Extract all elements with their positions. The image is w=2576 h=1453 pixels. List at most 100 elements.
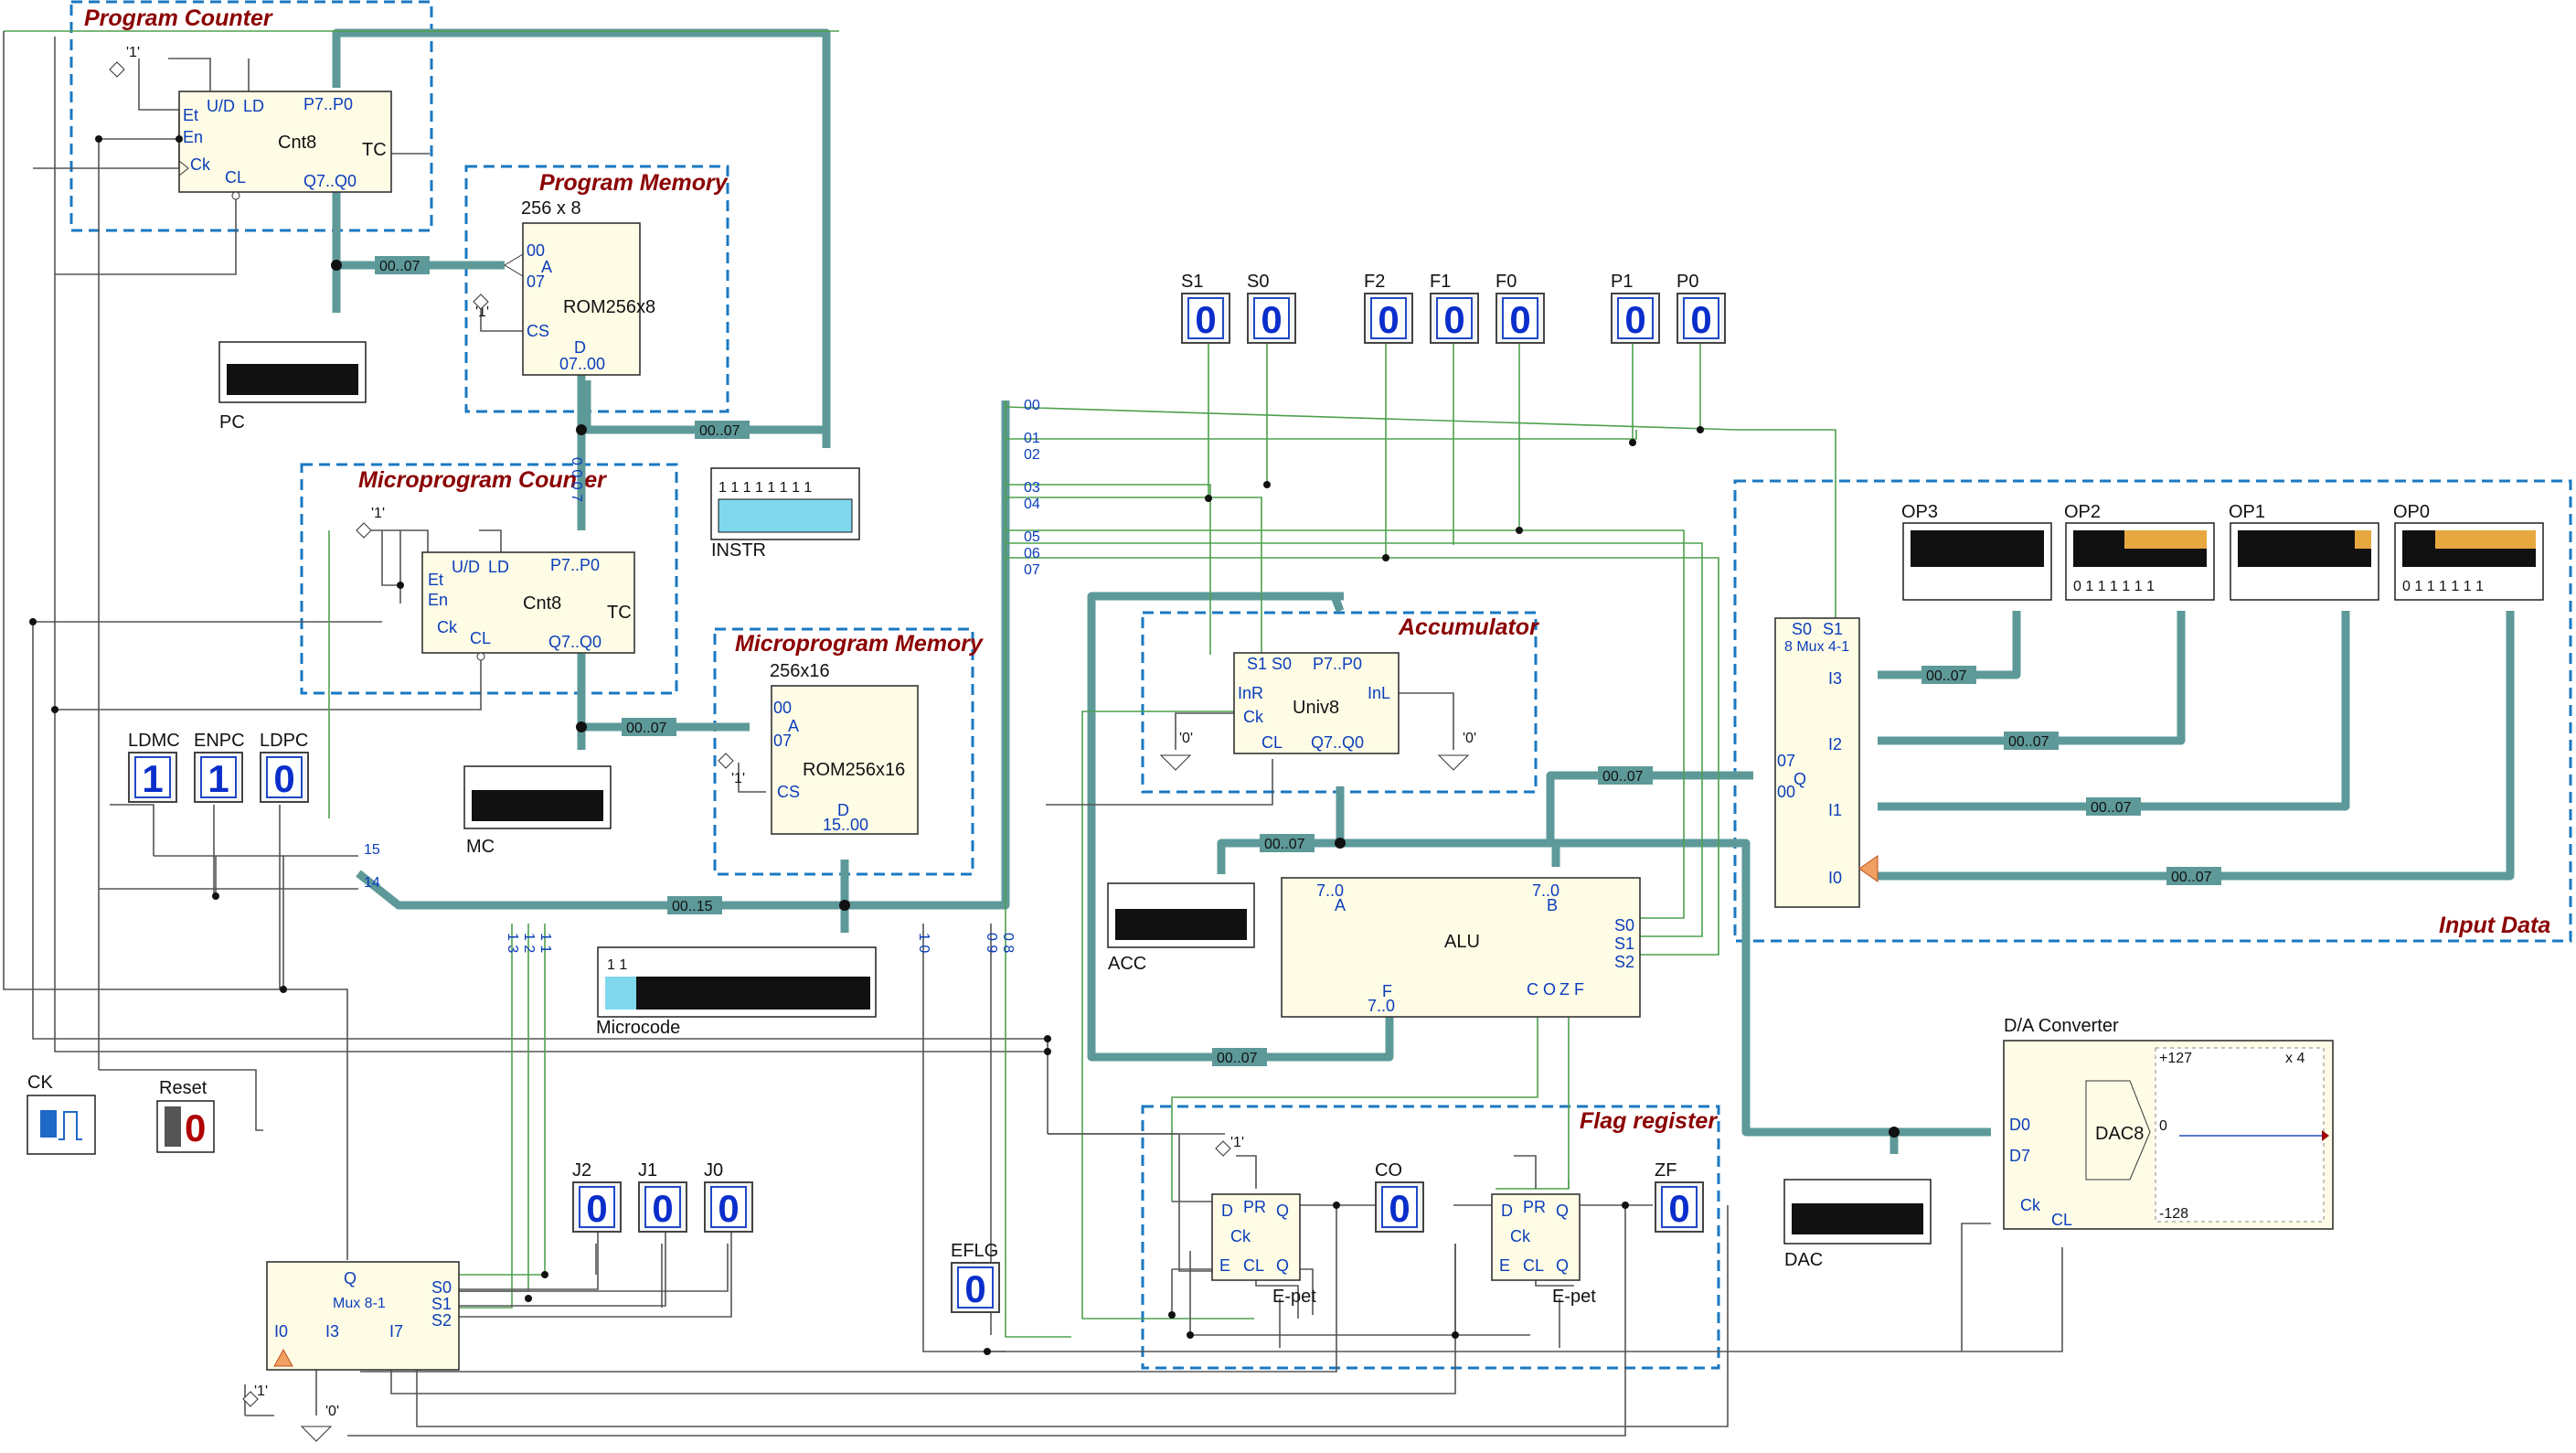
- svg-text:07: 07: [773, 732, 792, 750]
- svg-text:OP0: OP0: [2393, 502, 2430, 522]
- svg-text:x 4: x 4: [2285, 1051, 2305, 1066]
- svg-text:ROM256x16: ROM256x16: [803, 760, 905, 780]
- flag-dff-co: D PR Q Ck E CL Q E-pet: [1211, 1193, 1316, 1307]
- pc-bar-display: PC: [218, 341, 367, 433]
- svg-text:Ck: Ck: [1230, 1227, 1251, 1245]
- svg-text:01: 01: [1024, 431, 1040, 446]
- svg-text:00..07: 00..07: [2091, 800, 2132, 816]
- title-input-data: Input Data: [2439, 913, 2550, 938]
- svg-text:A: A: [1335, 896, 1346, 914]
- svg-text:U/D: U/D: [207, 97, 235, 115]
- pmem-taps: 0 0 0 7: [569, 457, 584, 502]
- svg-text:00..15: 00..15: [672, 899, 713, 914]
- svg-text:Cnt8: Cnt8: [523, 593, 561, 614]
- ck-generator[interactable]: CK: [27, 1073, 96, 1155]
- svg-text:03: 03: [1024, 480, 1040, 496]
- svg-text:S2: S2: [431, 1311, 452, 1330]
- op-switch-0[interactable]: 0 1 1 1 1 1 1 OP0: [2393, 502, 2544, 601]
- svg-text:256x16: 256x16: [770, 661, 830, 681]
- mux-4-1: S0 S1 8 Mux 4-1 I3 I2 I1 I0 Q 07 00: [1774, 617, 1879, 908]
- svg-text:Et: Et: [428, 571, 443, 589]
- svg-text:DAC: DAC: [1784, 1250, 1823, 1270]
- svg-text:14: 14: [364, 875, 380, 891]
- svg-text:'1': '1': [731, 771, 745, 786]
- svg-text:+127: +127: [2159, 1051, 2192, 1066]
- svg-text:D0: D0: [2009, 1116, 2030, 1134]
- svg-text:06: 06: [1024, 546, 1040, 561]
- svg-text:A: A: [788, 717, 799, 735]
- svg-text:00: 00: [527, 241, 545, 260]
- svg-text:00..07: 00..07: [1264, 837, 1305, 852]
- svg-text:00..07: 00..07: [626, 721, 667, 736]
- region-program-memory: [464, 165, 729, 413]
- svg-text:D: D: [837, 801, 849, 819]
- acc-bar-display: ACC: [1107, 882, 1255, 974]
- region-program-counter: [69, 0, 433, 232]
- title-program-memory: Program Memory: [539, 170, 729, 196]
- svg-text:Ck: Ck: [1510, 1227, 1531, 1245]
- svg-text:OP3: OP3: [1901, 502, 1938, 522]
- pm-rom: 256 x 8 ROM256x8 00 A 07 CS D 07..00 '1': [473, 198, 655, 376]
- svg-text:CL: CL: [1523, 1256, 1544, 1275]
- region-input-data: [1733, 479, 2572, 943]
- svg-text:ALU: ALU: [1444, 932, 1480, 952]
- svg-text:S0: S0: [431, 1278, 452, 1297]
- svg-text:F: F: [1382, 982, 1392, 1000]
- op-switch-3[interactable]: OP3: [1901, 502, 2052, 601]
- const-one-diamond-3: [1215, 1140, 1231, 1157]
- op-switch-1[interactable]: OP1: [2229, 502, 2379, 601]
- svg-text:CS: CS: [527, 322, 549, 340]
- reset-switch[interactable]: Reset 0: [156, 1078, 215, 1153]
- svg-text:15: 15: [364, 842, 380, 858]
- const-one-diamond: [109, 61, 125, 78]
- svg-text:E: E: [1219, 1256, 1230, 1275]
- svg-text:Q7..Q0: Q7..Q0: [303, 172, 357, 190]
- svg-text:I7: I7: [389, 1322, 403, 1341]
- svg-text:00..07: 00..07: [1217, 1051, 1258, 1066]
- svg-text:TC: TC: [362, 140, 387, 160]
- svg-text:00: 00: [773, 699, 792, 717]
- svg-text:CS: CS: [777, 783, 800, 801]
- dac-bar-display: DAC: [1783, 1179, 1932, 1270]
- svg-text:C O: C O: [1527, 980, 1556, 999]
- svg-text:0: 0: [2159, 1118, 2167, 1134]
- svg-text:Microcode: Microcode: [596, 1018, 680, 1038]
- svg-text:'0': '0': [1463, 731, 1476, 746]
- svg-text:P7..P0: P7..P0: [550, 556, 600, 574]
- svg-text:Cnt8: Cnt8: [278, 133, 316, 153]
- svg-text:CL: CL: [2051, 1211, 2072, 1229]
- svg-text:E: E: [1499, 1256, 1510, 1275]
- svg-text:1 1 1 1 1 1 1 1: 1 1 1 1 1 1 1 1: [719, 480, 812, 496]
- mpm-rom: 256x16 ROM256x16 00 A 07 CS D 15..00 '1': [718, 661, 919, 835]
- svg-text:I1: I1: [1828, 801, 1842, 819]
- svg-text:8 Mux 4-1: 8 Mux 4-1: [1784, 639, 1849, 655]
- svg-text:InL: InL: [1368, 684, 1390, 702]
- svg-text:S1: S1: [431, 1295, 452, 1313]
- svg-text:Q: Q: [1794, 770, 1806, 788]
- op-switch-2[interactable]: 0 1 1 1 1 1 1 OP2: [2064, 502, 2215, 601]
- svg-text:D7: D7: [2009, 1147, 2030, 1165]
- region-microprogram-counter: [300, 463, 678, 695]
- svg-text:CK: CK: [27, 1073, 53, 1093]
- mc-bar-display: MC: [463, 765, 612, 857]
- svg-text:Ck: Ck: [190, 155, 211, 174]
- svg-text:CL: CL: [470, 629, 491, 647]
- svg-text:02: 02: [1024, 447, 1040, 463]
- svg-text:1 3: 1 3: [505, 933, 520, 953]
